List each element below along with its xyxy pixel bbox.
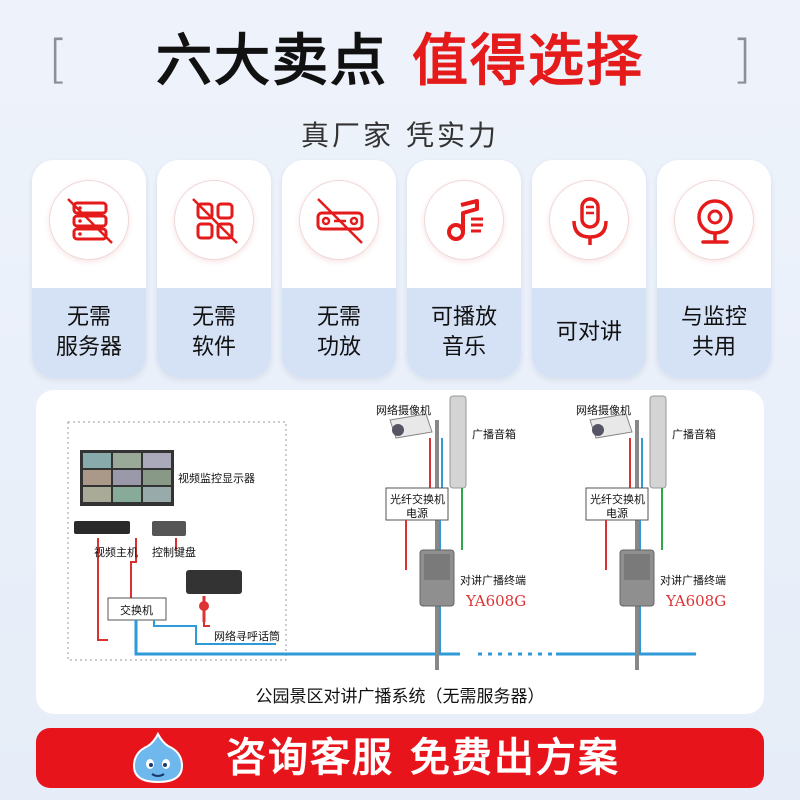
speaker-label-1: 广播音箱 <box>472 428 516 441</box>
mic-label: 网络寻呼话筒 <box>214 630 280 643</box>
speaker-label-2: 广播音箱 <box>672 428 716 441</box>
fiber-label-1a: 光纤交换机 <box>390 493 445 506</box>
feature-list: 无需 服务器 无需 软件 <box>32 160 772 378</box>
microphone-icon <box>572 197 608 245</box>
system-diagram: 视频监控显示器 视频主机 控制键盘 交换机 网络寻呼话筒 网络摄像机 广播音箱 … <box>36 390 764 714</box>
feature-label: 与监控 共用 <box>680 305 747 360</box>
feature-label: 无需 服务器 <box>55 305 122 360</box>
header: [ 六大卖点值得选择 ] <box>0 22 800 102</box>
speaker-column-1 <box>449 395 467 489</box>
diagram-caption: 公园景区对讲广播系统（无需服务器） <box>255 687 545 707</box>
cta-text: 咨询客服 免费出方案 <box>226 735 620 781</box>
video-host <box>74 521 130 534</box>
feature-card-no-software: 无需 软件 <box>157 160 271 378</box>
title-black: 六大卖点 <box>156 29 388 94</box>
feature-card-monitor-share: 与监控 共用 <box>657 160 771 378</box>
speaker-column-2 <box>649 395 667 489</box>
feature-label: 无需 软件 <box>191 305 236 360</box>
model-label-1: YA608G <box>466 592 527 610</box>
subtitle: 真厂家 凭实力 <box>301 119 499 152</box>
feature-card-intercom: 可对讲 <box>532 160 646 378</box>
diagram-wiring <box>67 395 696 670</box>
music-icon <box>447 199 483 241</box>
keyboard-label: 控制键盘 <box>152 546 196 559</box>
amplifier-icon <box>316 198 364 244</box>
fiber-label-2a: 光纤交换机 <box>590 493 645 506</box>
consult-banner[interactable]: 咨询客服 免费出方案 <box>36 728 764 788</box>
fiber-label-2b: 电源 <box>606 507 628 520</box>
model-label-2: YA608G <box>666 592 727 610</box>
feature-card-no-server: 无需 服务器 <box>32 160 146 378</box>
camera-icon <box>697 199 733 244</box>
mascot-icon <box>132 732 184 784</box>
paging-microphone <box>186 570 242 594</box>
host-label: 视频主机 <box>94 546 138 559</box>
title-red: 值得选择 <box>412 29 644 94</box>
monitor-wall <box>80 450 174 506</box>
fiber-label-1b: 电源 <box>406 507 428 520</box>
page-title: 六大卖点值得选择 <box>0 26 800 98</box>
left-bracket: [ <box>48 30 69 90</box>
server-icon <box>67 198 113 244</box>
camera-label-1: 网络摄像机 <box>376 404 431 417</box>
switch-label: 交换机 <box>120 604 153 617</box>
feature-card-no-amplifier: 无需 功放 <box>282 160 396 378</box>
camera-label-2: 网络摄像机 <box>576 404 631 417</box>
feature-label: 无需 功放 <box>316 305 361 360</box>
terminal-label-1: 对讲广播终端 <box>460 574 526 587</box>
right-bracket: ] <box>731 30 752 90</box>
software-icon <box>192 198 238 244</box>
feature-label: 可播放 音乐 <box>430 305 497 360</box>
feature-label: 可对讲 <box>555 320 622 345</box>
terminal-label-2: 对讲广播终端 <box>660 574 726 587</box>
feature-card-play-music: 可播放 音乐 <box>407 160 521 378</box>
control-keyboard <box>152 521 186 536</box>
monitor-label: 视频监控显示器 <box>178 472 255 485</box>
